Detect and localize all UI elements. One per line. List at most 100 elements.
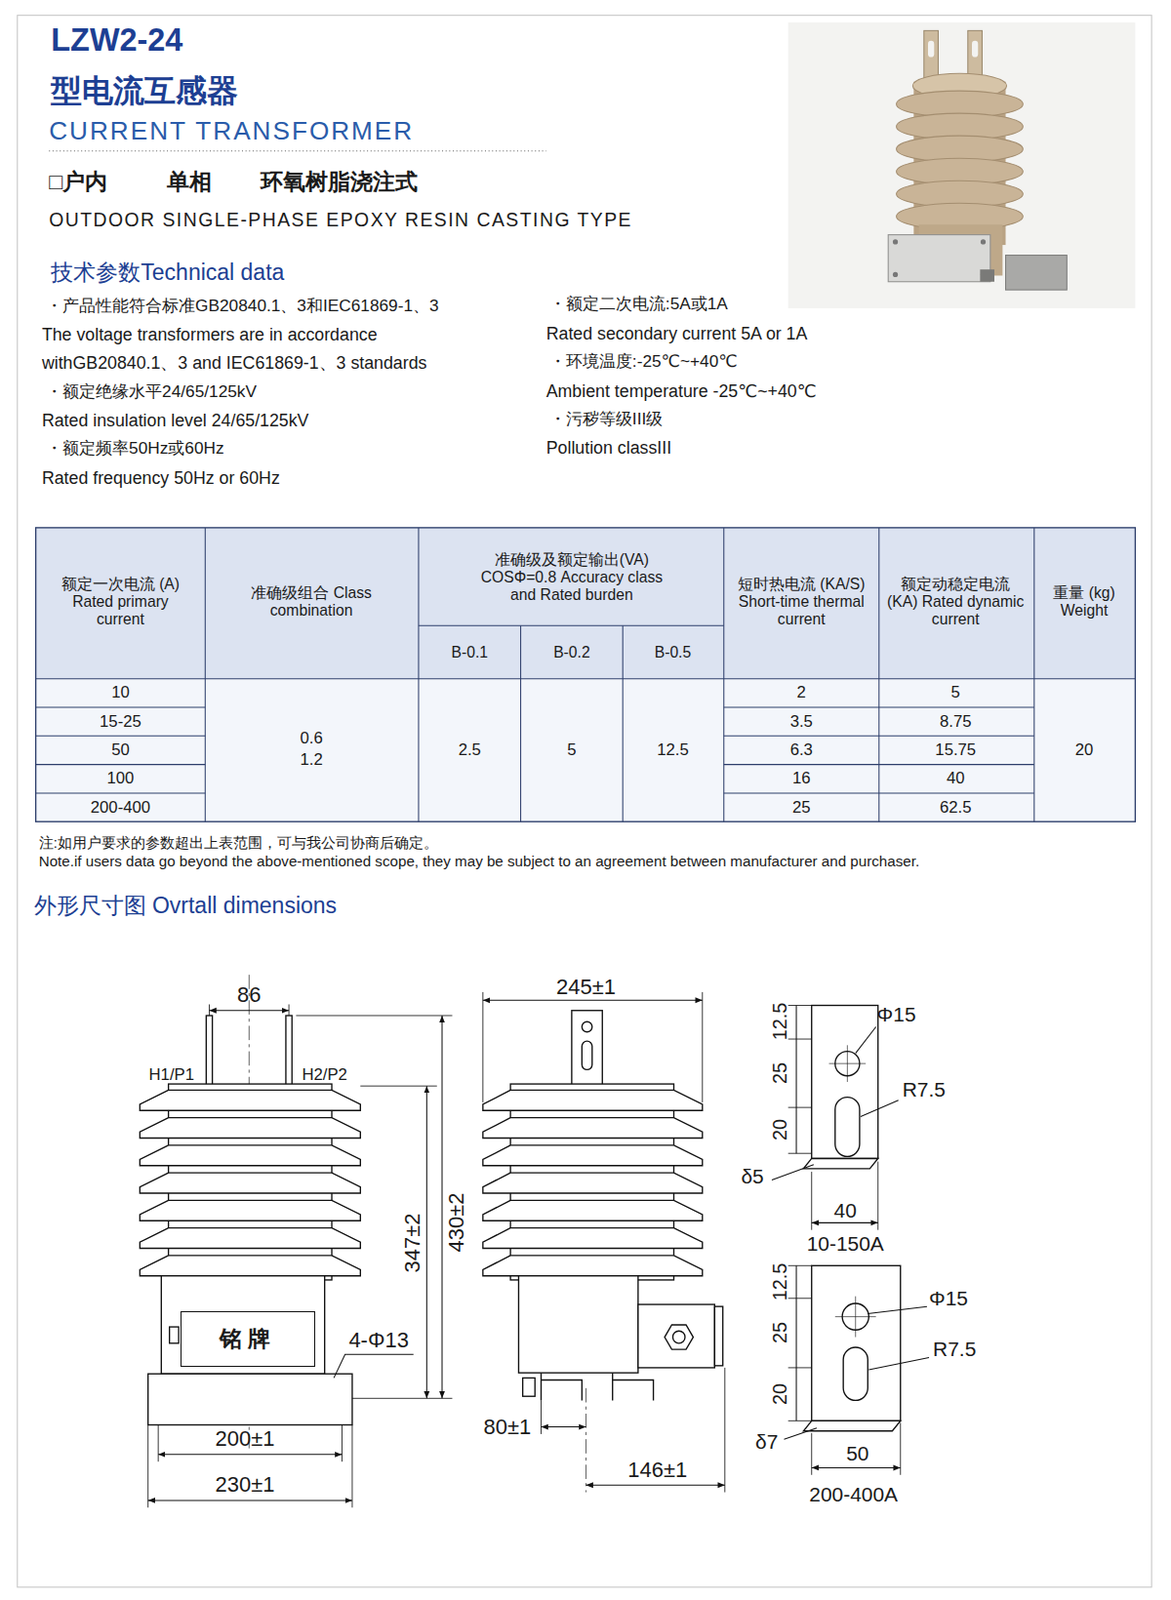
data-table-part-part <box>520 625 522 822</box>
dimension: Φ15 <box>928 1287 969 1311</box>
data-table-part <box>36 527 1136 680</box>
terminal-label: H1/P1 <box>149 1065 195 1085</box>
front-view-part <box>139 1200 361 1221</box>
terminal-plate-small-part <box>811 1222 879 1224</box>
terminal-plate-small-part <box>796 1006 798 1155</box>
side-view <box>483 992 726 1494</box>
data-table-part-part <box>723 527 725 822</box>
dimension: R7.5 <box>932 1337 976 1362</box>
data-table-part-part <box>724 707 1035 709</box>
table-cell: 16 <box>792 769 811 789</box>
dimension: 12.5 <box>768 1263 792 1302</box>
spec-text: ・环境温度:-25℃~+40℃ <box>549 352 738 372</box>
table-cell: 1.2 <box>299 751 323 770</box>
front-view-part <box>360 1086 437 1088</box>
table-header: B-0.5 <box>654 644 692 662</box>
spec-text: ・额定频率50Hz或60Hz <box>45 439 225 459</box>
spec-text: ・污秽等级III级 <box>549 409 663 430</box>
table-cell: 15-25 <box>99 712 142 731</box>
terminal-plate-small-part <box>788 1039 812 1041</box>
terminal-plate-large-part <box>854 1296 856 1338</box>
spec-text: Rated secondary current 5A or 1A <box>546 323 808 344</box>
dimension: 25 <box>768 1322 792 1344</box>
title: LZW2-24 <box>50 22 183 59</box>
front-view <box>139 974 452 1508</box>
table-cell: 3.5 <box>790 712 813 731</box>
product-photo-part <box>788 22 1136 309</box>
side-view-part <box>523 1377 536 1397</box>
heading: 型电流互感器 <box>50 74 239 111</box>
terminal-plate-small-part <box>855 1026 877 1053</box>
table-cell: 25 <box>792 798 811 817</box>
terminal-plate-large-part <box>788 1367 812 1369</box>
front-view-part <box>426 1086 428 1399</box>
side-view-part <box>483 1118 703 1139</box>
data-table-part <box>36 527 1136 822</box>
table-cell: 2 <box>797 684 807 703</box>
dimension: 80±1 <box>484 1414 532 1440</box>
front-view-part <box>158 1453 342 1455</box>
terminal-plate-large-part <box>788 1265 812 1267</box>
data-table-part-part <box>204 527 206 822</box>
side-view-part <box>664 1325 693 1350</box>
section-heading: 外形尺寸图 Ovrtall dimensions <box>34 892 338 919</box>
data-table-part <box>36 679 1136 822</box>
front-view-part <box>441 1015 443 1399</box>
front-view-part <box>351 1425 353 1509</box>
front-view-part <box>148 1499 353 1501</box>
terminal-plate-small-part <box>788 1153 812 1155</box>
side-view-part <box>540 1372 582 1401</box>
terminal-label: H2/P2 <box>301 1065 347 1085</box>
side-view-part <box>483 1228 703 1250</box>
heading: 单相 <box>166 168 212 195</box>
dimension: R7.5 <box>902 1078 946 1102</box>
product-photo-part <box>1006 255 1068 291</box>
front-view-part <box>169 1327 179 1344</box>
side-view-part <box>581 1041 592 1070</box>
terminal-plate-large-part <box>788 1297 812 1299</box>
dimension: 245±1 <box>556 974 616 1000</box>
terminal-plate-small-part <box>803 1158 878 1169</box>
product-photo-part <box>892 239 898 244</box>
front-view-part <box>139 1255 361 1277</box>
table-header: 额定动稳定电流 (KA) Rated dynamic current <box>887 575 1025 629</box>
part-label: 10-150A <box>807 1232 885 1256</box>
front-view-part <box>139 1145 361 1167</box>
dimension: δ7 <box>755 1430 778 1454</box>
data-table-part-part <box>622 625 624 822</box>
heading: CURRENT TRANSFORMER <box>48 116 414 146</box>
data-table-part <box>36 527 1136 822</box>
terminal-plate-large-part <box>899 1422 901 1475</box>
front-view-part <box>205 1015 212 1092</box>
dimension: 12.5 <box>768 1003 792 1042</box>
table-cell: 50 <box>111 740 130 760</box>
illustration-part <box>17 15 1152 1588</box>
dimension: 230±1 <box>215 1473 276 1498</box>
front-view-part <box>139 1228 361 1250</box>
front-view-part <box>208 1009 289 1011</box>
front-view-part <box>352 1398 453 1400</box>
table-header: 重量 (kg) Weight <box>1052 584 1117 620</box>
table-header: 额定一次电流 (A) Rated primary current <box>56 575 185 629</box>
front-view-part <box>288 1004 290 1016</box>
front-view-part <box>147 1425 149 1509</box>
product-photo-part <box>892 272 898 278</box>
dimension: δ5 <box>740 1165 764 1189</box>
side-view-part <box>585 1388 587 1494</box>
front-view-part <box>139 1118 361 1139</box>
product-photo-part <box>979 269 995 283</box>
product-photo <box>788 22 1136 309</box>
dimension: 347±2 <box>400 1213 425 1274</box>
data-table-part-part <box>36 792 206 794</box>
data-table-part-part <box>1033 527 1035 822</box>
table-cell: 6.3 <box>790 740 813 760</box>
subheading: OUTDOOR SINGLE-PHASE EPOXY RESIN CASTING… <box>48 208 633 231</box>
dimension: 25 <box>768 1062 792 1085</box>
terminal-plate-large-part <box>788 1420 812 1422</box>
product-photo-part <box>928 40 934 58</box>
terminal-plate-large <box>783 1265 929 1475</box>
data-table-part-part <box>417 527 419 822</box>
spec-text: ・产品性能符合标准GB20840.1、3和IEC61869-1、3 <box>45 296 440 317</box>
product-photo-part <box>980 239 986 244</box>
dimension: 4-Φ13 <box>348 1328 409 1353</box>
